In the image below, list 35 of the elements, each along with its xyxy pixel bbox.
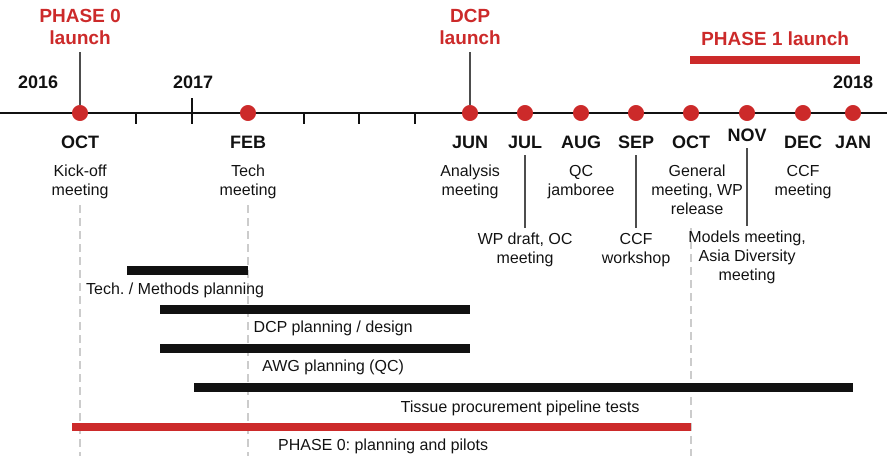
event-label: CCF workshop bbox=[591, 230, 681, 268]
leader-line bbox=[635, 155, 637, 228]
year-label: 2016 bbox=[18, 72, 58, 93]
phase-label: PHASE 1 launch bbox=[701, 29, 849, 51]
year-label: 2017 bbox=[172, 72, 214, 93]
leader-line bbox=[469, 52, 471, 105]
leader-line bbox=[746, 148, 748, 226]
event-label: Tech meeting bbox=[218, 162, 278, 200]
event-label: WP draft, OC meeting bbox=[477, 230, 573, 268]
month-label: FEB bbox=[230, 132, 266, 153]
month-label: JAN bbox=[835, 132, 871, 153]
event-label: CCF meeting bbox=[774, 162, 832, 200]
month-label: SEP bbox=[618, 132, 654, 153]
event-label: Kick-off meeting bbox=[50, 162, 110, 200]
event-label: Analysis meeting bbox=[439, 162, 501, 200]
bar-label: Tech. / Methods planning bbox=[86, 280, 264, 299]
month-label: OCT bbox=[61, 132, 99, 153]
event-label: QC jamboree bbox=[546, 162, 616, 200]
event-label: General meeting, WP release bbox=[651, 162, 743, 219]
leader-line bbox=[79, 52, 81, 105]
event-label: Models meeting, Asia Diversity meeting bbox=[682, 228, 812, 285]
milestone-label: PHASE 0 launch bbox=[35, 6, 125, 50]
month-label: JUL bbox=[508, 132, 542, 153]
bar-label: Tissue procurement pipeline tests bbox=[400, 398, 640, 417]
month-label: JUN bbox=[452, 132, 488, 153]
leader-line bbox=[524, 155, 526, 228]
month-label: AUG bbox=[561, 132, 601, 153]
bar-label: PHASE 0: planning and pilots bbox=[278, 436, 488, 455]
month-label: DEC bbox=[784, 132, 822, 153]
bar-label: AWG planning (QC) bbox=[262, 357, 404, 376]
month-label: OCT bbox=[672, 132, 710, 153]
month-label: NOV bbox=[728, 125, 766, 146]
year-label: 2018 bbox=[832, 72, 874, 93]
milestone-label: DCP launch bbox=[430, 6, 510, 50]
bar-label: DCP planning / design bbox=[254, 318, 412, 337]
